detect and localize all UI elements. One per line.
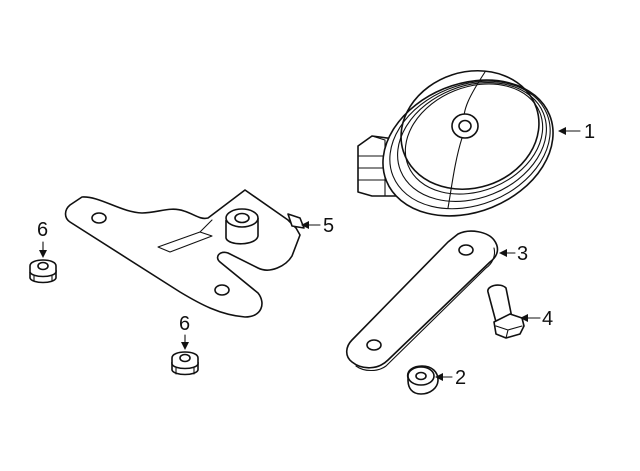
callout-label-3: 3 [517, 243, 528, 265]
nut-2-part[interactable] [406, 365, 439, 395]
callout-1: 1 [558, 121, 595, 143]
callout-6-center: 6 [179, 313, 190, 350]
callout-2: 2 [435, 367, 466, 389]
bolt-part[interactable] [487, 284, 525, 339]
callout-5: 5 [301, 215, 334, 237]
horn-part[interactable] [357, 53, 574, 240]
callout-4: 4 [520, 308, 553, 330]
mount-bracket-part[interactable] [64, 189, 305, 318]
nut-6-center-part[interactable] [171, 351, 199, 376]
callout-label-2: 2 [455, 367, 466, 389]
callout-label-5: 5 [323, 215, 334, 237]
callout-label-4: 4 [542, 308, 553, 330]
callout-label-6-center: 6 [179, 313, 190, 335]
callout-6-left: 6 [37, 219, 48, 258]
nut-6-left-part[interactable] [29, 259, 57, 284]
callout-label-6-left: 6 [37, 219, 48, 241]
callout-label-1: 1 [584, 121, 595, 143]
callout-3: 3 [499, 243, 528, 265]
strap-bracket-part[interactable] [345, 230, 499, 372]
